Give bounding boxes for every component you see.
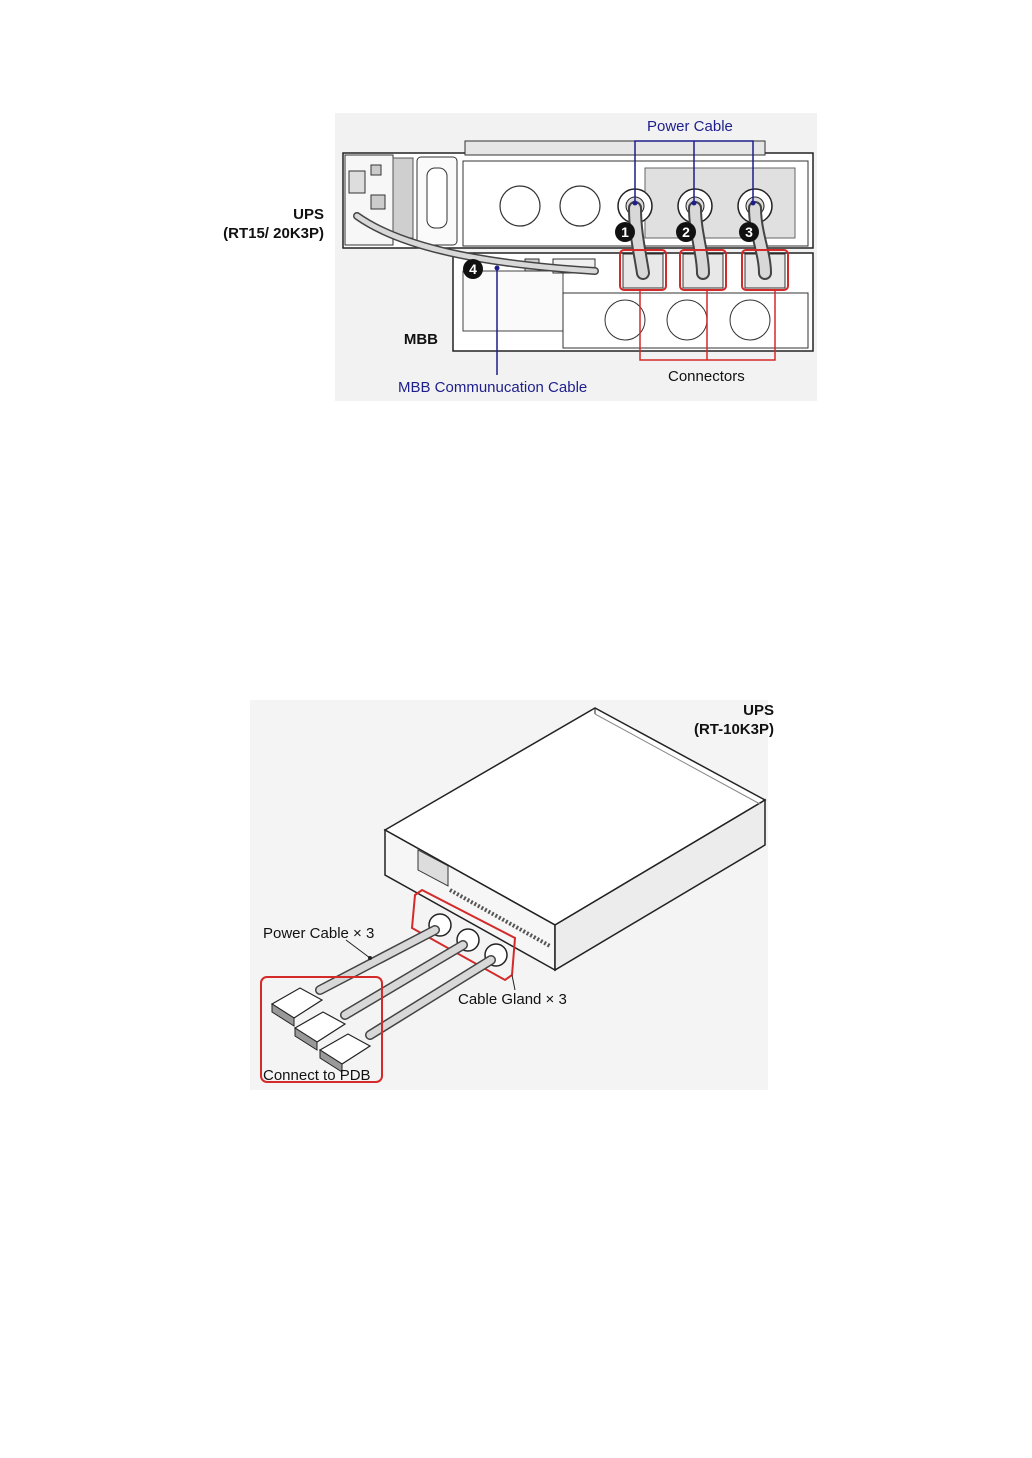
- ups-top-strip: [465, 141, 765, 155]
- ups-grille: [393, 158, 413, 238]
- ups-isometric-drawing: [250, 700, 768, 1090]
- mbb-communication-cable-label: MBB Communucation Cable: [398, 379, 587, 396]
- ups-label-line1: UPS: [200, 205, 324, 224]
- cable-gland-pointer: [512, 975, 515, 990]
- ups-label-line2: (RT15/ 20K3P): [200, 224, 324, 243]
- ups-rt15-label: UPS (RT15/ 20K3P): [200, 205, 324, 243]
- ups-rt10k3p-label: UPS (RT-10K3P): [660, 701, 774, 739]
- power-cable-pointer: [346, 940, 370, 958]
- ups-usb-port: [371, 165, 381, 175]
- marker-3: 3: [739, 222, 759, 242]
- power-cable-x3-label: Power Cable × 3: [263, 925, 374, 942]
- ups-mbb-rear-drawing: 1 2 3 4: [335, 113, 817, 401]
- connectors-label: Connectors: [668, 368, 745, 385]
- marker-4: 4: [463, 259, 483, 279]
- cable-gland-x3-label: Cable Gland × 3: [458, 991, 567, 1008]
- mbb-label: MBB: [380, 330, 438, 349]
- ups-rt10k3p-isometric-diagram: [250, 700, 768, 1090]
- ups-vent-grille: [645, 168, 795, 238]
- mbb-knockout-2: [667, 300, 707, 340]
- ups2-label-line1: UPS: [660, 701, 774, 720]
- power-cable-label: Power Cable: [647, 118, 733, 135]
- svg-text:1: 1: [621, 224, 629, 240]
- marker-1: 1: [615, 222, 635, 242]
- mbb-knockout-1: [605, 300, 645, 340]
- svg-text:3: 3: [745, 224, 753, 240]
- ups-mbb-rear-diagram: 1 2 3 4: [335, 113, 817, 401]
- battery-knockout-1: [500, 186, 540, 226]
- mbb-label-plate: [463, 271, 563, 331]
- mbb-knockout-3: [730, 300, 770, 340]
- ups-rj45-port: [371, 195, 385, 209]
- ups2-label-line2: (RT-10K3P): [660, 720, 774, 739]
- marker-2: 2: [676, 222, 696, 242]
- svg-text:2: 2: [682, 224, 690, 240]
- svg-text:4: 4: [469, 261, 477, 277]
- battery-knockout-2: [560, 186, 600, 226]
- ups-db9-port: [349, 171, 365, 193]
- connect-to-pdb-label: Connect to PDB: [263, 1067, 371, 1084]
- ups-snmp-slot-cover: [427, 168, 447, 228]
